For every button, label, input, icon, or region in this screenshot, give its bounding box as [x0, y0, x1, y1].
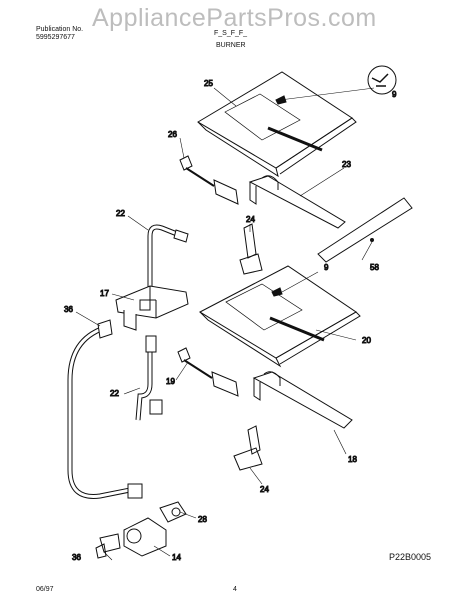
callout-22-lower: 22	[110, 389, 119, 398]
publication-number: 5995297677	[36, 34, 75, 41]
main-supply-tube	[67, 319, 143, 499]
callout-28: 28	[198, 515, 207, 524]
callout-17: 17	[100, 289, 109, 298]
callout-22-upper: 22	[116, 209, 125, 218]
gas-valve	[115, 285, 189, 331]
model-number: F_S_F_F_	[214, 30, 248, 37]
upper-burner-shield	[197, 71, 357, 178]
upper-orifice-holder	[239, 223, 263, 275]
lower-burner-tube	[252, 371, 353, 429]
lower-igniter	[177, 347, 239, 397]
callout-36-upper: 36	[64, 305, 73, 314]
callout-14: 14	[172, 553, 181, 562]
callout-25: 25	[204, 79, 213, 88]
callout-20: 20	[362, 336, 371, 345]
upper-burner-tube	[248, 175, 346, 229]
callout-9-top: 9	[392, 90, 397, 99]
revision-date: 06/97	[36, 586, 54, 593]
pressure-regulator	[95, 517, 167, 559]
fitting-28	[159, 501, 187, 523]
callout-26: 26	[168, 130, 177, 139]
callout-24-lower: 24	[260, 485, 269, 494]
page-number: 4	[233, 586, 237, 593]
watermark: AppliancePartsPros.com	[92, 4, 377, 32]
leader-lines	[75, 87, 375, 561]
callout-18: 18	[348, 455, 357, 464]
wing-nut-circle	[367, 65, 397, 95]
lower-burner-shield	[198, 265, 361, 368]
callout-19: 19	[166, 377, 175, 386]
callout-9-mid: 9	[324, 263, 329, 272]
gas-tube-upper	[147, 224, 189, 288]
diagram-code: P22B0005	[388, 552, 431, 562]
section-title: BURNER	[216, 42, 246, 49]
callout-58: 58	[370, 263, 379, 272]
publication-label: Publication No.	[36, 26, 84, 33]
bracket-58	[317, 197, 413, 263]
callout-36-lower: 36	[72, 553, 81, 562]
callout-23: 23	[342, 160, 351, 169]
gas-tube-lower	[135, 335, 163, 421]
callout-24-upper: 24	[246, 215, 255, 224]
upper-igniter	[179, 155, 239, 205]
lower-orifice-holder	[233, 425, 263, 471]
